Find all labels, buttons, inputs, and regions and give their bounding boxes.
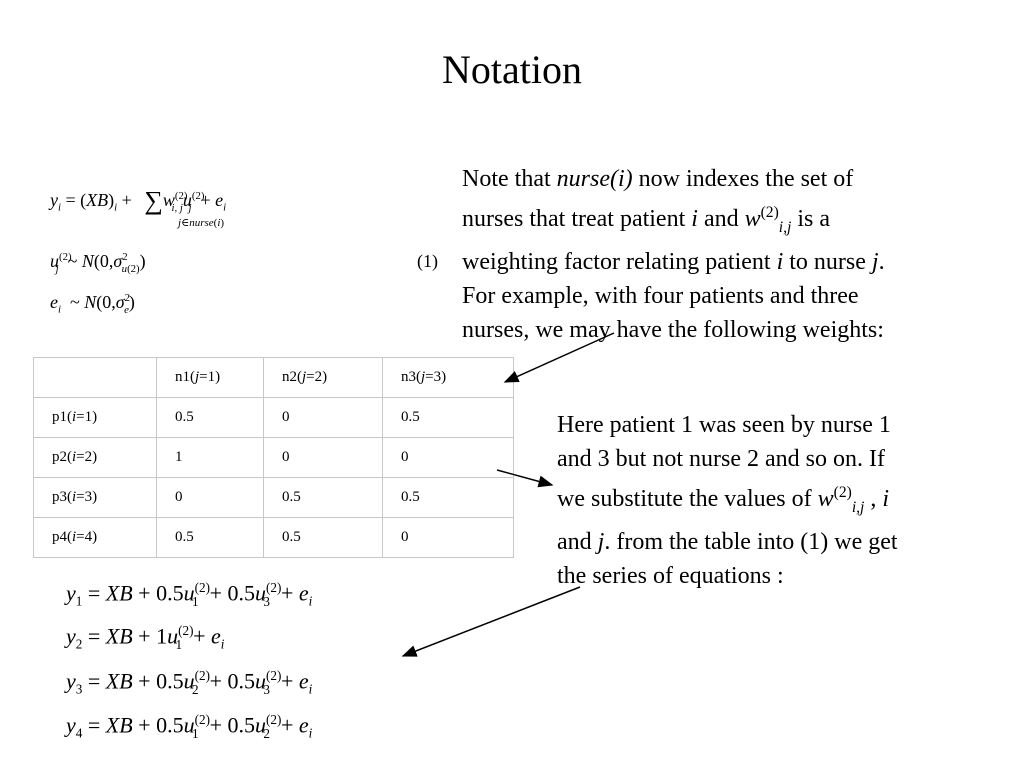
table-row: p4(i=4) 0.5 0.5 0 [33,517,514,558]
table-cell: 0.5 [382,477,514,518]
row-label: p1(i=1) [33,397,157,438]
arrow-to-table [503,332,615,383]
table-cell: 0 [382,437,514,478]
table-row: p2(i=2) 1 0 0 [33,437,514,478]
row-label: p4(i=4) [33,517,157,558]
table-cell: 0.5 [382,397,514,438]
table-header-cell: n2(j=2) [263,357,383,398]
table-header-cell: n3(j=3) [382,357,514,398]
table-cell: 0 [382,517,514,558]
slide-title: Notation [442,47,582,92]
table-cell: 0 [263,437,383,478]
arrow-to-equations [401,586,581,657]
table-cell: 0.5 [263,517,383,558]
arrow-from-table [496,469,554,488]
table-header-cell: n1(j=1) [156,357,264,398]
table-header-row: n1(j=1) n2(j=2) n3(j=3) [33,357,514,398]
note-paragraph: Note that nurse(i) now indexes the set o… [462,166,885,343]
equation-y2: y2 = XB + 1u(2)1 + ei [66,623,225,652]
equation-y3: y3 = XB + 0.5u(2)2 + 0.5u(2)3 + ei [66,668,313,697]
sum-index: j∈nurse(i) [178,217,225,229]
row-label: p2(i=2) [33,437,157,478]
equation-number: (1) [417,251,438,271]
explain-paragraph: Here patient 1 was seen by nurse 1 and 3… [557,412,898,589]
weights-table: n1(j=1) n2(j=2) n3(j=3) p1(i=1) 0.5 0 0.… [33,357,514,558]
table-cell: 0.5 [156,517,264,558]
table-row: p1(i=1) 0.5 0 0.5 [33,397,514,438]
equation-y4: y4 = XB + 0.5u(2)1 + 0.5u(2)2 + ei [66,712,313,741]
model-equation-e: ei ~ N(0,σ2e) [50,292,135,316]
table-cell: 0.5 [263,477,383,518]
model-equation-y: yi = (XB)i + ∑w(2)i, ju(2)j + ei [50,186,227,215]
model-equation-u: u(2)j ~ N(0,σ2u(2)) [50,251,146,275]
equation-y1: y1 = XB + 0.5u(2)1 + 0.5u(2)3 + ei [66,580,313,609]
table-header-cell [33,357,157,398]
